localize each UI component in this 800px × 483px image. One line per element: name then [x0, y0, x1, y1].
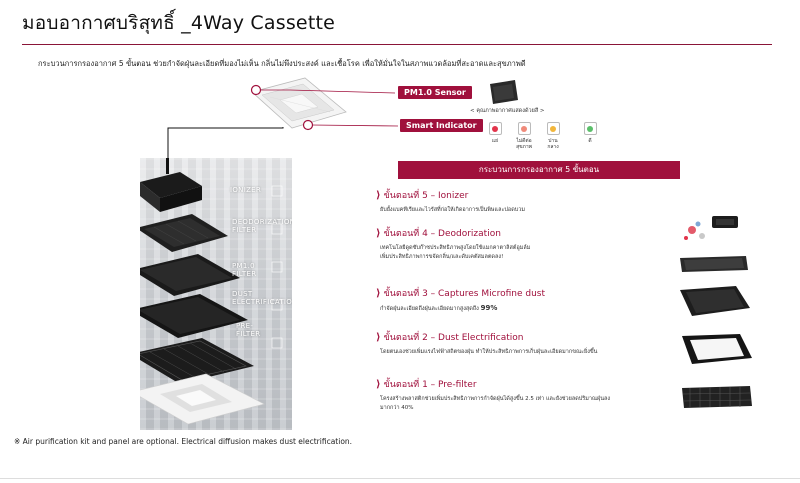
chevron-right-icon: ⟩: [376, 378, 381, 390]
step-2: ⟩ขั้นตอนที่ 2 – Dust Electrification โดย…: [376, 331, 598, 356]
indicator-level: แย่: [485, 122, 505, 144]
title-divider: [22, 44, 772, 45]
bottom-divider: [0, 478, 800, 479]
layer-label-dust-electrification: DUST ELECTRIFICATION: [232, 290, 292, 306]
indicator-dot: [587, 125, 593, 132]
indicator-level: ไม่ดีต่อสุขภาพ: [514, 122, 534, 150]
chevron-right-icon: ⟩: [376, 227, 381, 239]
indicator-dot: [492, 125, 498, 132]
pm10-filter-thumbnail: [680, 286, 750, 316]
indicator-level: ดี: [580, 122, 600, 144]
steps-banner: กระบวนการกรองอากาศ 5 ขั้นตอน: [398, 161, 680, 179]
chevron-right-icon: ⟩: [376, 331, 381, 343]
page-subtitle: กระบวนการกรองอากาศ 5 ขั้นตอน ช่วยกำจัดฝุ…: [38, 59, 526, 68]
layer-label-ionizer: IONIZER: [230, 186, 262, 194]
layer-label-pm10: PM1.0 FILTER: [232, 262, 257, 278]
chevron-right-icon: ⟩: [376, 287, 381, 299]
chevron-right-icon: ⟩: [376, 189, 381, 201]
indicator-dot: [550, 125, 556, 132]
step-3: ⟩ขั้นตอนที่ 3 – Captures Microfine dust …: [376, 287, 545, 313]
indicator-dot: [521, 125, 527, 132]
smart-indicator-tag: Smart Indicator: [400, 119, 483, 132]
footnote: ※ Air purification kit and panel are opt…: [14, 437, 353, 446]
page-title: มอบอากาศบริสุทธิ์ _4Way Cassette: [22, 12, 336, 34]
indicator-level: ปานกลาง: [543, 122, 563, 150]
layer-label-deodorization: DEODORIZATION FILTER: [232, 218, 292, 234]
deodorization-filter-thumbnail: [680, 256, 748, 272]
layer-label-pre-filter: PRE-FILTER: [236, 322, 261, 338]
indicator-legend-title: < คุณภาพอากาศแสดงด้วยสี >: [470, 108, 545, 114]
pre-filter-thumbnail: [682, 386, 752, 408]
step-1: ⟩ขั้นตอนที่ 1 – Pre-filter โครงสร้างพลาส…: [376, 378, 611, 412]
hero-filter-stack-image: IONIZER DEODORIZATION FILTER PM1.0 FILTE…: [140, 158, 292, 430]
ionizer-thumbnail: [684, 216, 738, 240]
pm10-sensor-tag: PM1.0 Sensor: [398, 86, 472, 99]
dust-electrification-thumbnail: [682, 334, 752, 364]
step-5: ⟩ขั้นตอนที่ 5 – Ionizer ยับยั้งแบคทีเรีย…: [376, 189, 525, 214]
filter-stack-illustration: [140, 158, 283, 425]
step-4: ⟩ขั้นตอนที่ 4 – Deodorization เทคโนโลยีด…: [376, 227, 531, 261]
